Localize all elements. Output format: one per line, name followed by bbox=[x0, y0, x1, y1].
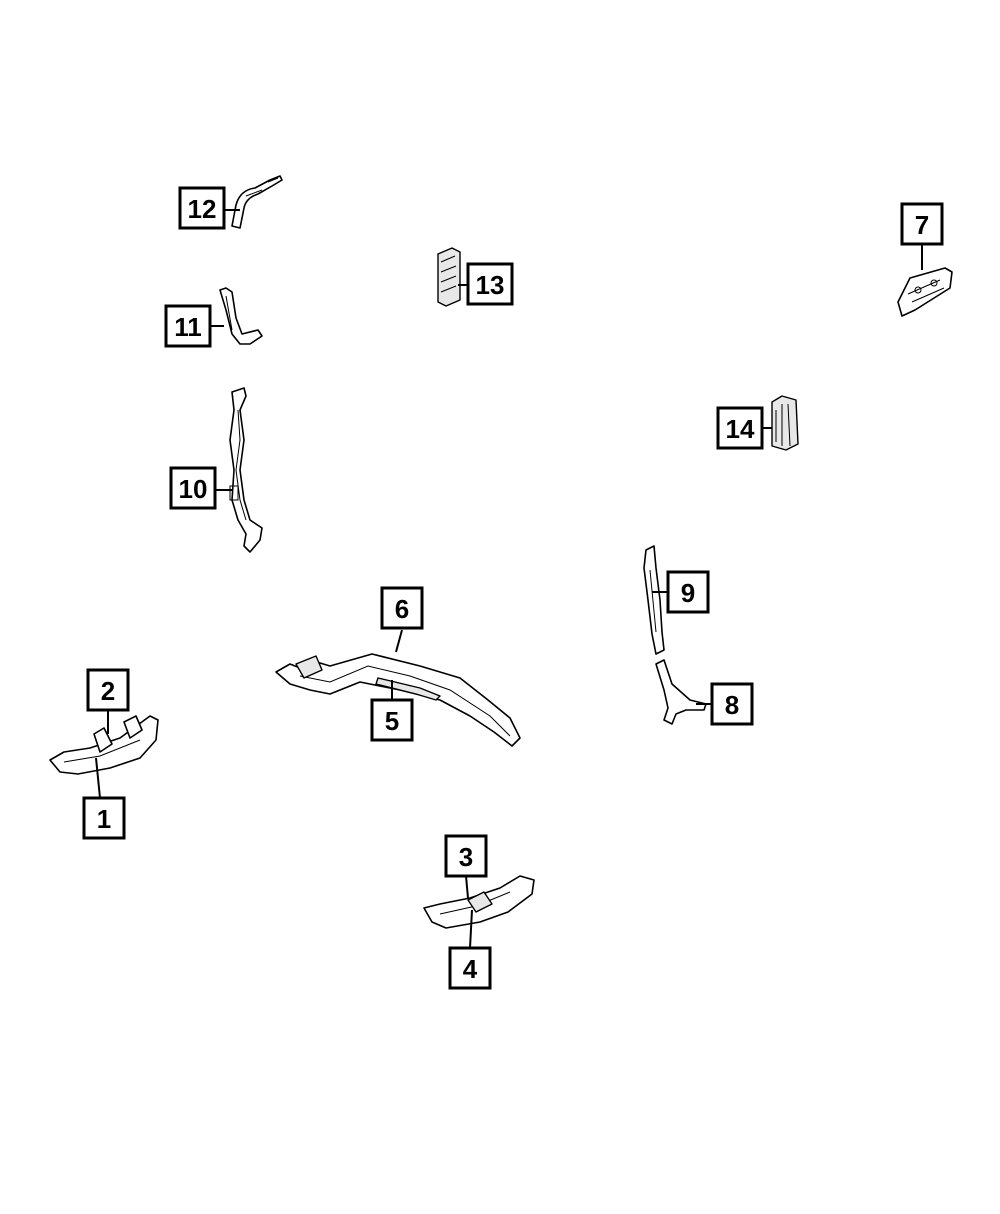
callout-11-label: 11 bbox=[174, 312, 202, 342]
part-10-harness bbox=[229, 387, 263, 553]
callout-2: 2 bbox=[86, 668, 130, 712]
part-14-module bbox=[771, 395, 799, 451]
callout-7-label: 7 bbox=[915, 210, 929, 240]
part-12-wire-bracket bbox=[231, 175, 283, 229]
part-4-bracket bbox=[467, 891, 493, 913]
callout-9-label: 9 bbox=[681, 578, 695, 608]
callout-6-label: 6 bbox=[395, 594, 409, 624]
callout-4-label: 4 bbox=[463, 954, 478, 984]
callout-9: 9 bbox=[666, 570, 710, 614]
callout-10: 10 bbox=[169, 466, 217, 510]
part-8-hook bbox=[655, 659, 707, 725]
part-6-rail bbox=[275, 653, 521, 747]
callout-10-label: 10 bbox=[179, 474, 208, 504]
callout-6: 6 bbox=[380, 586, 424, 630]
callout-1-label: 1 bbox=[97, 804, 111, 834]
callout-4: 4 bbox=[448, 946, 492, 990]
callout-11: 11 bbox=[164, 304, 212, 348]
callout-8: 8 bbox=[710, 682, 754, 726]
callout-8-label: 8 bbox=[725, 690, 739, 720]
callout-12: 12 bbox=[178, 186, 226, 230]
part-2-bracket bbox=[93, 715, 143, 753]
callout-13: 13 bbox=[466, 262, 514, 306]
callout-13-label: 13 bbox=[476, 270, 505, 300]
part-11-bracket bbox=[219, 287, 263, 345]
callout-12-label: 12 bbox=[188, 194, 217, 224]
callout-2-label: 2 bbox=[101, 676, 115, 706]
callout-7: 7 bbox=[900, 202, 944, 246]
callout-3-label: 3 bbox=[459, 842, 473, 872]
callout-14: 14 bbox=[716, 406, 764, 450]
callout-1: 1 bbox=[82, 796, 126, 840]
callout-5-label: 5 bbox=[385, 706, 399, 736]
part-13-module bbox=[437, 247, 461, 307]
leader-lines bbox=[95, 209, 923, 949]
part-9-strip bbox=[643, 545, 665, 655]
callout-3: 3 bbox=[444, 834, 488, 878]
callout-5: 5 bbox=[370, 698, 414, 742]
part-7-plate bbox=[897, 267, 953, 317]
callout-14-label: 14 bbox=[726, 414, 755, 444]
